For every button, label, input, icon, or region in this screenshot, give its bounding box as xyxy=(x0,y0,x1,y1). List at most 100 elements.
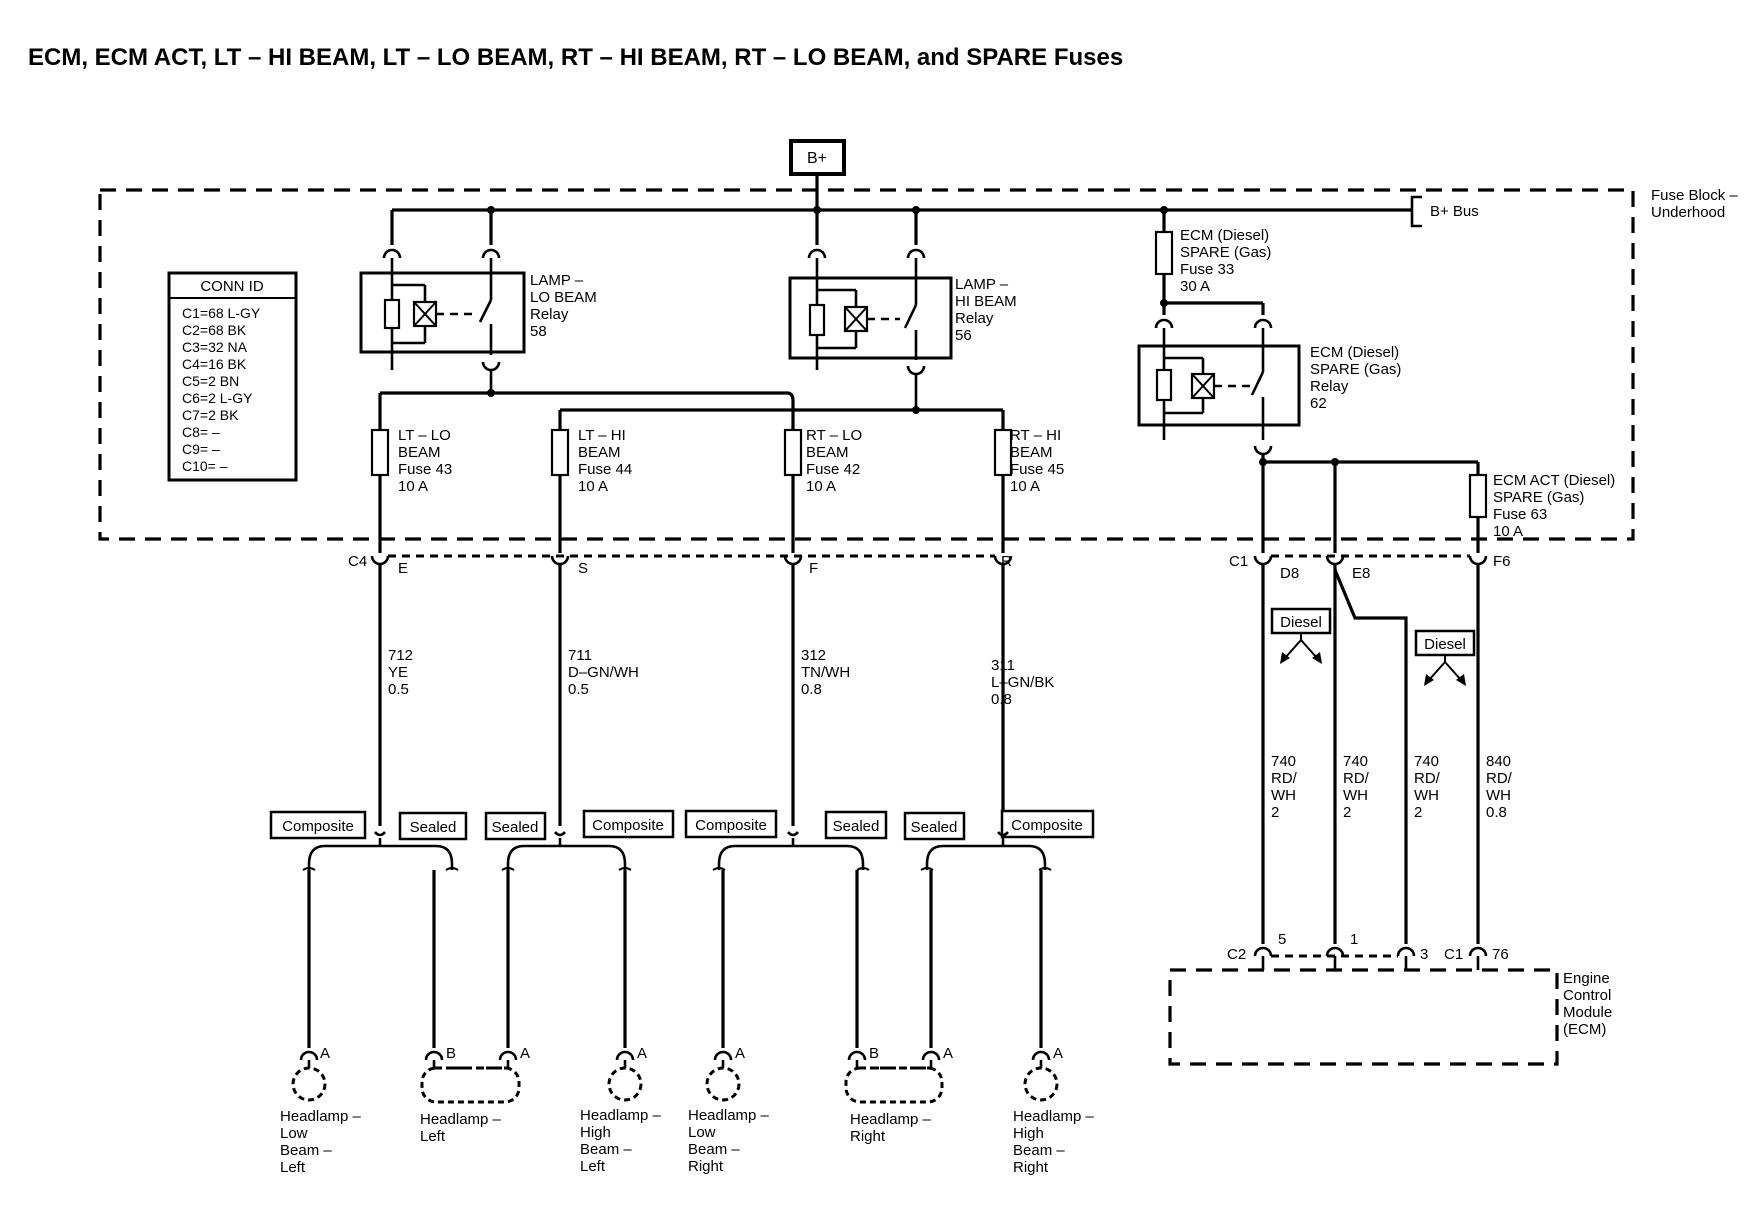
conn-id-row: C10= – xyxy=(182,458,228,474)
wire-712-label: YE xyxy=(388,664,408,681)
pin-label: S xyxy=(578,560,588,577)
composite-label: Composite xyxy=(282,818,354,835)
pin-label: E8 xyxy=(1352,565,1370,582)
fuse-63: ECM ACT (Diesel) SPARE (Gas) Fuse 63 10 … xyxy=(1468,472,1615,553)
lo-beam-relay-label: 58 xyxy=(530,323,547,340)
headlamp-label: Left xyxy=(280,1159,306,1176)
connector-c2-label: C2 xyxy=(1227,946,1246,963)
headlamp-low-beam-right: A Headlamp – Low Beam – Right xyxy=(688,1045,770,1175)
ecm-module-label: (ECM) xyxy=(1563,1021,1606,1038)
ecm-module-label: Engine xyxy=(1563,970,1610,987)
circuit-740-wire-c xyxy=(1333,569,1408,944)
wire-711-label: D–GN/WH xyxy=(568,664,639,681)
wire-740-label: 740 xyxy=(1271,753,1296,770)
b-plus-bus-label: B+ Bus xyxy=(1430,203,1479,220)
headlamp-label: Headlamp – xyxy=(420,1111,502,1128)
lo-beam-relay: LAMP – LO BEAM Relay 58 xyxy=(359,210,597,393)
fuse-42: RT – LO BEAM Fuse 42 10 A xyxy=(783,410,862,553)
fuse-63-label: ECM ACT (Diesel) xyxy=(1493,472,1615,489)
pin-label: D8 xyxy=(1280,565,1299,582)
fuse-block-label-1: Fuse Block – xyxy=(1651,187,1738,204)
fuse-43-label: LT – LO xyxy=(398,427,451,444)
fuse-63-label: SPARE (Gas) xyxy=(1493,489,1584,506)
fuse-43: LT – LO BEAM Fuse 43 10 A xyxy=(370,427,452,553)
wire-740-label: RD/ xyxy=(1271,770,1298,787)
pin-label: A xyxy=(320,1045,330,1062)
headlamp-low-beam-left: A Headlamp – Low Beam – Left xyxy=(280,1045,362,1176)
wire-311-label: 0.8 xyxy=(991,691,1012,708)
hi-beam-relay-label: HI BEAM xyxy=(955,293,1017,310)
conn-id-row: C5=2 BN xyxy=(182,373,239,389)
pin-label: A xyxy=(637,1045,647,1062)
headlamp-label: Beam – xyxy=(688,1141,740,1158)
headlamp-high-beam-left: A Headlamp – High Beam – Left xyxy=(580,1045,662,1175)
pin-label: 1 xyxy=(1350,931,1358,948)
headlamp-label: Headlamp – xyxy=(280,1108,362,1125)
sealed-label: Sealed xyxy=(911,819,958,836)
headlamp-label: Headlamp – xyxy=(688,1107,770,1124)
headlamp-label: Low xyxy=(688,1124,716,1141)
conn-id-row: C8= – xyxy=(182,424,220,440)
pin-label: A xyxy=(735,1045,745,1062)
fuse-42-label: 10 A xyxy=(806,478,836,495)
wire-740-label: RD/ xyxy=(1343,770,1370,787)
pin-label: A xyxy=(1053,1045,1063,1062)
pin-label: F xyxy=(809,560,818,577)
ecm-relay-label: SPARE (Gas) xyxy=(1310,361,1401,378)
option-split-312: Composite Sealed xyxy=(684,809,888,870)
fuse-45-label: 10 A xyxy=(1010,478,1040,495)
pin-label: 76 xyxy=(1492,946,1509,963)
fuse-45-label: BEAM xyxy=(1010,444,1053,461)
wire-712-label: 712 xyxy=(388,647,413,664)
option-split-711: Sealed Composite xyxy=(484,809,675,870)
fuse-44-label: LT – HI xyxy=(578,427,626,444)
wire-740-label: 740 xyxy=(1414,753,1439,770)
pin-label: A xyxy=(943,1045,953,1062)
engine-control-module: Engine Control Module (ECM) xyxy=(1168,968,1612,1066)
wire-711-label: 0.5 xyxy=(568,681,589,698)
wire-840-label: WH xyxy=(1486,787,1511,804)
wire-311-label: L–GN/BK xyxy=(991,674,1054,691)
headlamp-label: High xyxy=(580,1124,611,1141)
fuse-44-label: BEAM xyxy=(578,444,621,461)
headlamp-label: Beam – xyxy=(1013,1142,1065,1159)
conn-id-header: CONN ID xyxy=(200,278,264,295)
composite-label: Composite xyxy=(695,817,767,834)
diesel-option-1: Diesel xyxy=(1270,607,1332,664)
sealed-label: Sealed xyxy=(492,819,539,836)
ecm-module-label: Module xyxy=(1563,1004,1612,1021)
headlamp-label: Low xyxy=(280,1125,308,1142)
wire-840-label: RD/ xyxy=(1486,770,1513,787)
diesel-label: Diesel xyxy=(1280,614,1322,631)
option-split-712: Composite Sealed xyxy=(269,810,468,870)
fuse-43-label: BEAM xyxy=(398,444,441,461)
connector-c1: C1 D8 E8 F6 xyxy=(1229,553,1511,582)
pin-label: 5 xyxy=(1278,931,1286,948)
hi-beam-relay-label: 56 xyxy=(955,327,972,344)
ecm-relay: ECM (Diesel) SPARE (Gas) Relay 62 xyxy=(1137,318,1401,462)
connector-c4: C4 E S F R xyxy=(348,553,1013,577)
pin-label: E xyxy=(398,560,408,577)
fuse-block-label-2: Underhood xyxy=(1651,204,1725,221)
fuse-45-label: RT – HI xyxy=(1010,427,1061,444)
hi-beam-relay-label: Relay xyxy=(955,310,994,327)
connector-c4-label: C4 xyxy=(348,553,367,570)
wire-740-label: WH xyxy=(1271,787,1296,804)
fuse-33-label: 30 A xyxy=(1180,278,1210,295)
ecm-module-label: Control xyxy=(1563,987,1611,1004)
fuse-44-label: 10 A xyxy=(578,478,608,495)
diesel-label: Diesel xyxy=(1424,636,1466,653)
conn-id-row: C1=68 L-GY xyxy=(182,305,261,321)
wire-312-label: 0.8 xyxy=(801,681,822,698)
b-plus-source-label: B+ xyxy=(807,150,827,167)
conn-id-row: C4=16 BK xyxy=(182,356,247,372)
headlamp-label: Headlamp – xyxy=(580,1107,662,1124)
headlamp-left: B A Headlamp – Left xyxy=(420,1045,530,1145)
b-plus-bus-end xyxy=(1410,195,1422,228)
pin-label: F6 xyxy=(1493,553,1511,570)
headlamp-label: Headlamp – xyxy=(850,1111,932,1128)
fuse-33-label: SPARE (Gas) xyxy=(1180,244,1271,261)
headlamp-label: Left xyxy=(580,1158,606,1175)
fuse-33-label: ECM (Diesel) xyxy=(1180,227,1269,244)
wire-712-label: 0.5 xyxy=(388,681,409,698)
